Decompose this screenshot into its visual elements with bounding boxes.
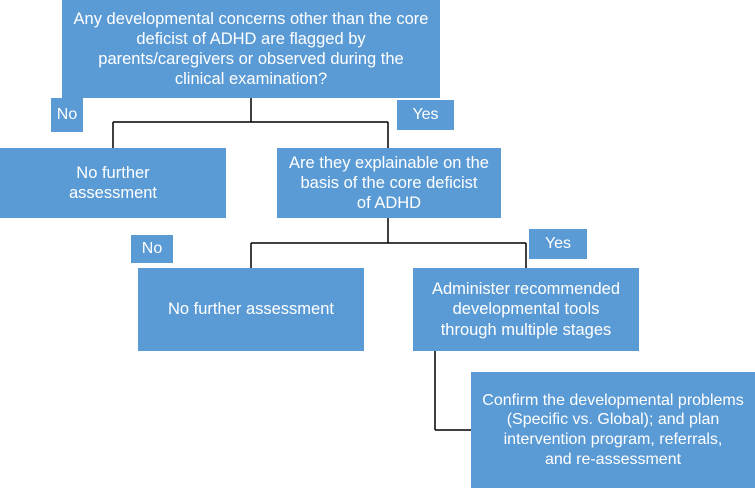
no-further-assessment-box-2: No further assessment xyxy=(138,268,364,351)
yes-label-1: Yes xyxy=(397,100,454,130)
no-further-assessment-text-2: No further assessment xyxy=(168,300,334,319)
explainable-question-box: Are they explainable on the basis of the… xyxy=(277,148,501,218)
administer-tools-box: Administer recommended developmental too… xyxy=(413,268,639,351)
administer-tools-text: Administer recommended developmental too… xyxy=(432,280,620,339)
no-label-1-text: No xyxy=(56,106,78,123)
yes-label-1-text: Yes xyxy=(412,106,439,123)
explainable-question-text: Are they explainable on the basis of the… xyxy=(289,153,489,213)
confirm-problems-text: Confirm the developmental problems (Spec… xyxy=(482,391,744,468)
root-question-text: Any developmental concerns other than th… xyxy=(73,9,429,89)
root-question-box: Any developmental concerns other than th… xyxy=(62,0,440,98)
no-label-2-text: No xyxy=(141,240,163,257)
yes-label-2-text: Yes xyxy=(544,235,572,252)
yes-label-2: Yes xyxy=(529,229,587,259)
no-label-1: No xyxy=(51,98,83,132)
confirm-problems-box: Confirm the developmental problems (Spec… xyxy=(471,372,755,488)
no-further-assessment-text-1: No further assessment xyxy=(68,163,158,202)
no-label-2: No xyxy=(131,235,173,263)
no-further-assessment-box-1: No further assessment xyxy=(0,148,226,218)
